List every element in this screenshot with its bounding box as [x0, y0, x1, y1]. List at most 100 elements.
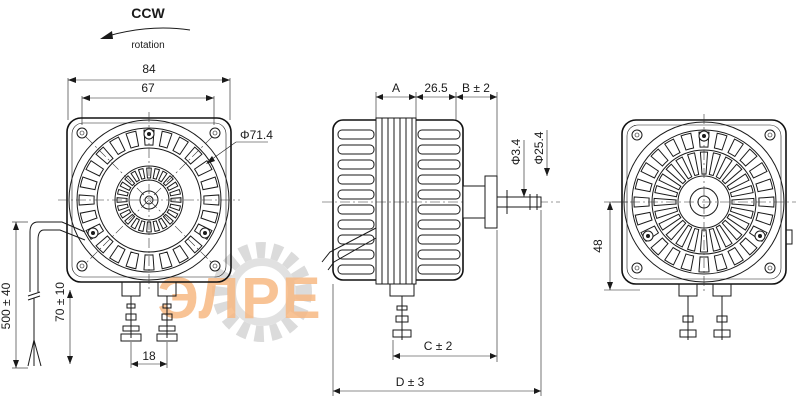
overall-width-label: 84: [142, 62, 156, 76]
vent-slot: [708, 152, 722, 177]
vent-slot: [152, 167, 161, 180]
vent-slot: [146, 167, 152, 179]
vent-slot: [200, 176, 219, 191]
cooling-fin: [337, 189, 375, 200]
cooling-fin: [417, 144, 461, 155]
vent-slot: [130, 217, 141, 230]
vent-slot: [731, 197, 755, 207]
vent-slot: [664, 138, 681, 158]
mount-height-label: 48: [591, 239, 605, 253]
vent-slot: [166, 208, 179, 219]
vent-slot: [124, 213, 136, 225]
lead-length-label: 500 ± 40: [0, 282, 13, 329]
vent-slot: [633, 196, 650, 208]
vent-slot: [130, 170, 141, 183]
vent-slot: [119, 208, 132, 219]
cooling-fin: [337, 129, 375, 140]
vent-slot: [79, 209, 98, 224]
vent-slot: [95, 146, 114, 165]
cooling-fin: [337, 249, 375, 260]
rotation-arrow-icon: [107, 27, 191, 37]
vent-slot: [729, 184, 754, 198]
cooling-fin: [337, 174, 375, 185]
vent-slot: [79, 176, 98, 191]
vent-slot: [650, 237, 669, 256]
vent-slot: [193, 223, 213, 240]
terminal-spacing-label: 18: [142, 349, 156, 363]
vent-slot: [152, 220, 161, 233]
vent-slot: [109, 136, 126, 156]
vent-slot: [680, 253, 695, 272]
vent-slot: [755, 211, 774, 226]
rear-view: 48: [591, 114, 796, 340]
lead-strip-label: 70 ± 10: [53, 282, 67, 322]
vent-slot: [143, 129, 155, 146]
side-view: A 26.5 B ± 2 Φ3.4 Φ25.4: [321, 81, 560, 396]
cooling-fin: [417, 174, 461, 185]
vent-slot: [169, 188, 182, 197]
hole-spacing-label: 67: [141, 81, 155, 95]
vent-slot: [675, 224, 693, 248]
rotation-indicator: CCW rotation: [100, 5, 191, 51]
vent-slot: [157, 217, 168, 230]
dim-d-label: D ± 3: [396, 375, 425, 389]
dimension-top-chain: A 26.5 B ± 2: [375, 81, 498, 178]
dim-b-label: B ± 2: [462, 81, 490, 95]
vent-slot: [675, 156, 693, 180]
cooling-fin: [417, 234, 461, 245]
vent-slot: [654, 184, 679, 198]
rear-vents: [633, 131, 775, 273]
vent-slot: [116, 197, 128, 203]
vent-slot: [726, 213, 750, 231]
cooling-fin: [417, 249, 461, 260]
vent-slot: [708, 227, 722, 252]
vent-slot: [116, 203, 129, 212]
cooling-fin: [337, 219, 375, 230]
vent-slot: [715, 156, 733, 180]
cooling-fin: [337, 204, 375, 215]
vent-slot: [654, 206, 679, 220]
cooling-fin: [337, 144, 375, 155]
hub-diameter-label: Φ25.4: [532, 131, 546, 164]
cooling-fin: [417, 219, 461, 230]
front-view: 84 67: [0, 62, 273, 369]
vent-slot: [698, 256, 710, 273]
vent-slot: [162, 213, 174, 225]
fan-vents: [78, 129, 220, 271]
cooling-fins: [337, 129, 461, 275]
vent-slot: [658, 173, 682, 191]
vent-slot: [85, 223, 105, 240]
vent-slot: [125, 130, 140, 149]
dimension-overall-width: 84: [67, 62, 231, 120]
vent-slot: [713, 253, 728, 272]
rotation-caption: rotation: [131, 40, 164, 51]
vent-slot: [658, 213, 682, 231]
dimension-lead-length: 500 ± 40: [0, 221, 28, 369]
vent-slot: [748, 225, 768, 242]
vent-slot: [157, 170, 168, 183]
vent-slot: [739, 237, 758, 256]
vent-slot: [699, 229, 709, 253]
vent-slot: [721, 219, 743, 241]
vent-slot: [184, 146, 203, 165]
mounting-holes: [76, 127, 221, 272]
vent-slot: [203, 194, 220, 206]
vent-slot: [653, 197, 677, 207]
vent-slot: [727, 246, 744, 266]
dimension-lead-strip: 70 ± 10: [53, 282, 73, 364]
cooling-fin: [417, 129, 461, 140]
vent-slot: [78, 194, 95, 206]
vent-slot: [748, 162, 768, 179]
vent-slot: [726, 173, 750, 191]
cooling-fin: [337, 264, 375, 275]
vent-slot: [158, 251, 173, 270]
vent-slot: [686, 152, 700, 177]
vent-slot: [664, 246, 681, 266]
cooling-fin: [417, 189, 461, 200]
dim-a-label: A: [392, 81, 400, 95]
vent-slot: [699, 151, 709, 175]
vent-slot: [143, 254, 155, 271]
vent-slot: [665, 163, 687, 185]
vent-slot: [634, 211, 653, 226]
